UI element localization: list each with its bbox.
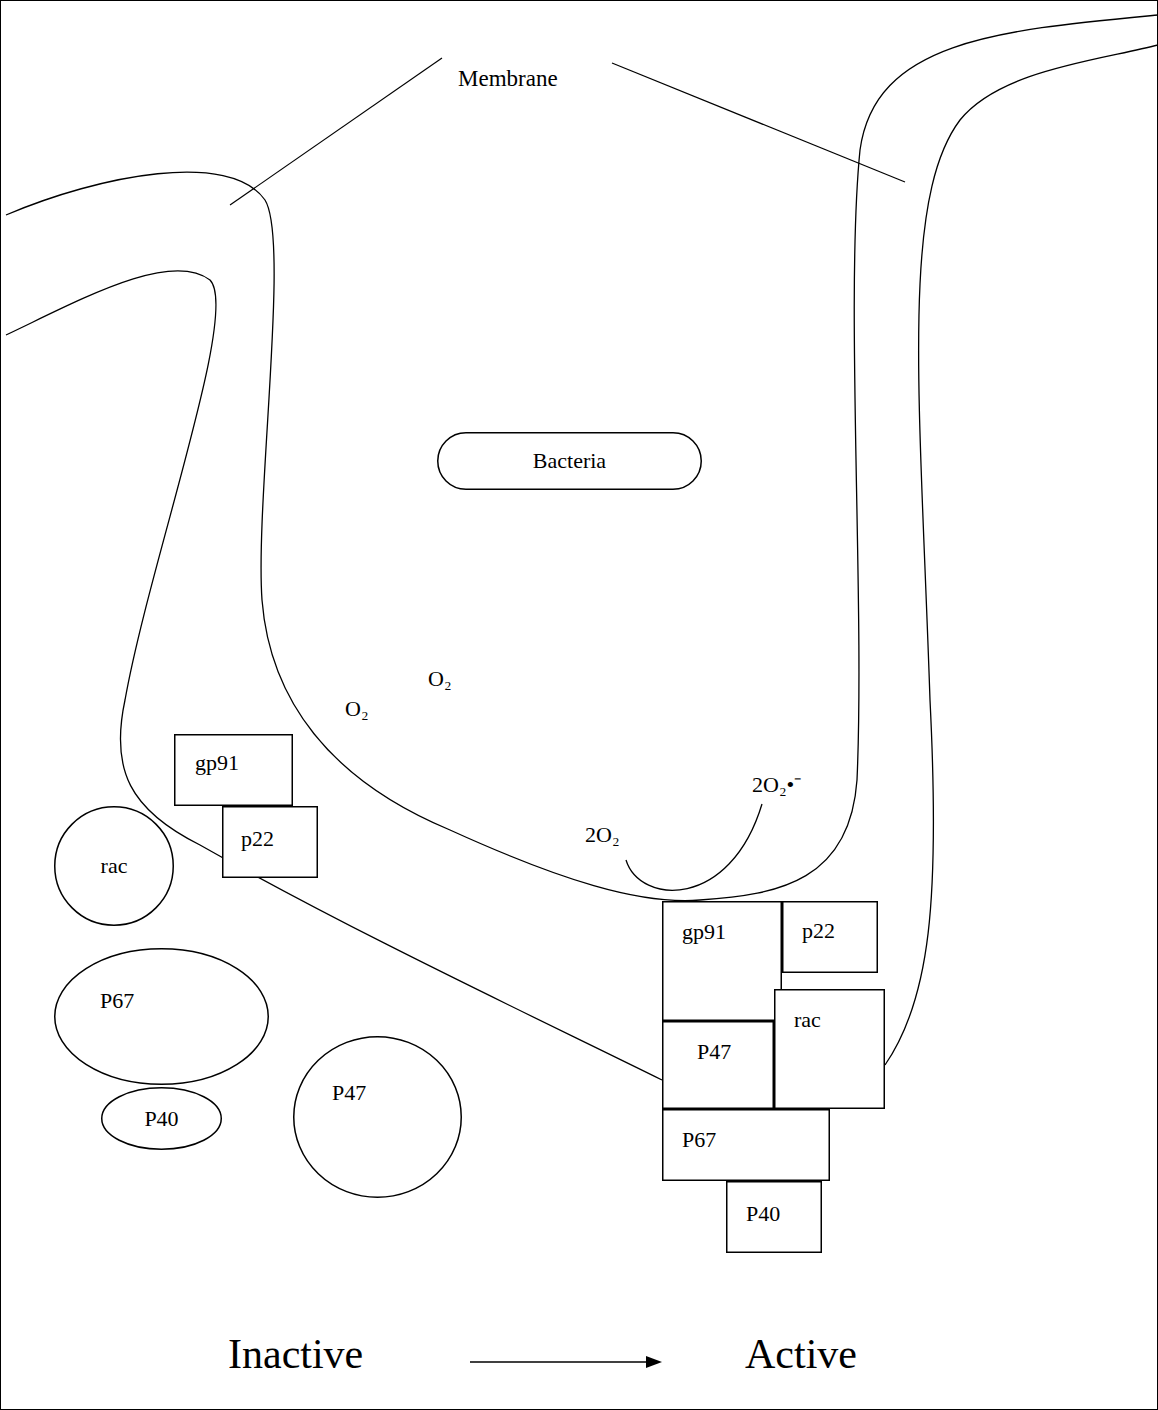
node-label: P67 — [682, 1127, 716, 1152]
node-outline — [293, 1036, 462, 1198]
node-outline — [54, 948, 269, 1085]
node-label: P67 — [100, 988, 134, 1013]
rect-outline — [175, 735, 293, 806]
rect-outline — [775, 990, 885, 1109]
node-label: P40 — [144, 1106, 178, 1131]
node-label: P47 — [697, 1039, 731, 1064]
ellipse-outline — [102, 1088, 222, 1150]
membrane-label: Membrane — [458, 66, 558, 92]
arrowhead — [646, 1356, 662, 1368]
protein-box: p22 — [782, 901, 878, 973]
node-outline — [774, 989, 885, 1109]
node-label: gp91 — [682, 919, 726, 944]
state-label: Active — [745, 1330, 857, 1378]
bacteria-shape: Bacteria — [437, 432, 702, 490]
membrane-outer-line-right — [885, 45, 1158, 1065]
protein-ellipse: P47 — [293, 1036, 462, 1198]
node-label: gp91 — [195, 750, 239, 775]
ellipse-outline — [55, 807, 174, 926]
protein-box: rac — [774, 989, 885, 1109]
rect-outline — [663, 902, 782, 1021]
node-label: P47 — [332, 1080, 366, 1105]
node-label: rac — [101, 853, 128, 878]
node-label: rac — [794, 1007, 821, 1032]
node-label: Bacteria — [533, 448, 606, 473]
protein-ellipse: P40 — [101, 1087, 222, 1150]
protein-box: p22 — [222, 806, 318, 878]
membrane-inner-line — [6, 15, 1158, 901]
node-label: P40 — [746, 1201, 780, 1226]
protein-box: P40 — [726, 1181, 822, 1253]
state-label: Inactive — [228, 1330, 363, 1378]
protein-box: gp91 — [662, 901, 782, 1021]
protein-ellipse: P67 — [54, 948, 269, 1085]
transition-arrow — [470, 1361, 648, 1363]
oxygen-label: 2O₂ — [585, 822, 620, 847]
node-label: p22 — [802, 918, 835, 943]
oxygen-label: O₂ — [428, 666, 452, 691]
node-label: p22 — [241, 826, 274, 851]
superoxide-label: 2O₂•⁻ — [752, 772, 801, 797]
stadium-outline — [438, 433, 702, 490]
leader-line — [612, 63, 905, 182]
rect-outline — [783, 902, 878, 973]
protein-circle: rac — [54, 806, 174, 926]
reaction-curve — [626, 804, 762, 890]
rect-outline — [663, 1022, 774, 1109]
ellipse-outline — [294, 1037, 462, 1198]
rect-outline — [223, 807, 318, 878]
ellipse-outline — [55, 949, 269, 1085]
leader-line — [230, 58, 442, 205]
protein-box: gp91 — [174, 734, 293, 806]
node-outline — [662, 1021, 774, 1109]
rect-outline — [727, 1182, 822, 1253]
protein-box: P67 — [662, 1109, 830, 1181]
protein-box: P47 — [662, 1021, 774, 1109]
oxygen-label: O₂ — [345, 696, 369, 721]
rect-outline — [663, 1110, 830, 1181]
